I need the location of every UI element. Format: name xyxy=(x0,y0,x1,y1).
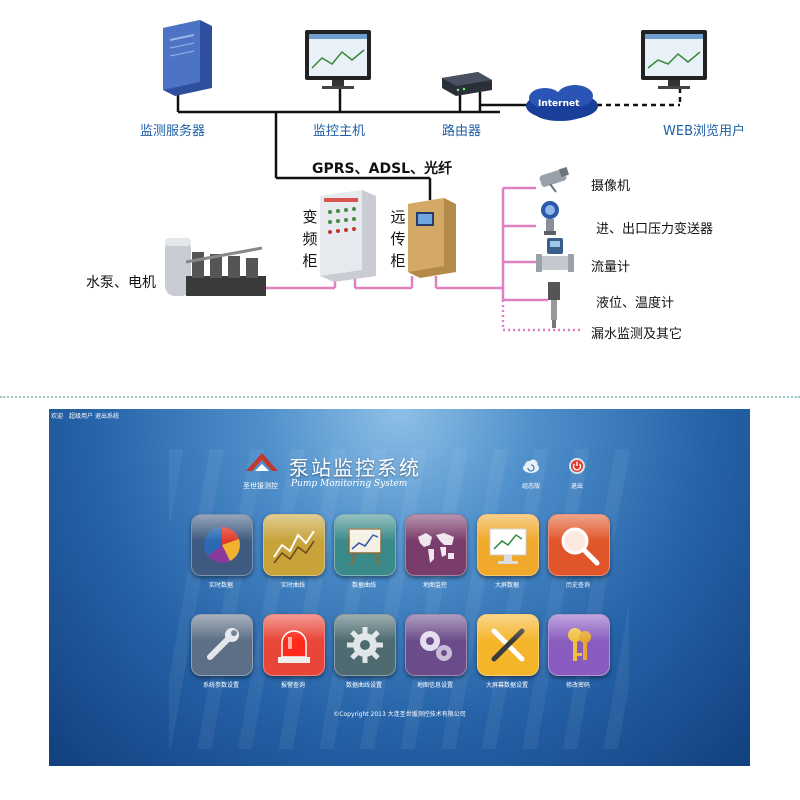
exit-button-label: 退出 xyxy=(570,483,583,490)
change-password-label: 修改密码 xyxy=(565,682,590,689)
magnifier-icon xyxy=(561,527,600,566)
big-screen-data-label: 大屏数据 xyxy=(494,582,519,589)
data-curve-label: 数据曲线 xyxy=(351,582,376,589)
realtime-data-tile[interactable] xyxy=(191,514,253,576)
inverter-cabinet-label: 变频柜 xyxy=(302,208,318,270)
alarm-light-icon xyxy=(278,630,310,663)
gears-icon xyxy=(420,631,452,661)
alarm-query-tile[interactable] xyxy=(263,614,325,676)
system-diagram: 监测服务器 监控主机 路由器 Internet WEB浏览用户 GPRS、ADS… xyxy=(0,0,800,380)
web-user-label: WEB浏览用户 xyxy=(663,124,745,139)
pie-chart-icon xyxy=(204,527,240,563)
realtime-curve-tile[interactable] xyxy=(263,514,325,576)
line-chart-icon xyxy=(273,530,315,564)
config-button-label: 组态版 xyxy=(521,483,540,490)
system-params-tile[interactable] xyxy=(191,614,253,676)
router-label: 路由器 xyxy=(442,124,482,139)
section-divider xyxy=(0,396,800,398)
water-light-rays xyxy=(169,449,629,749)
system-params-label: 系统参数设置 xyxy=(202,682,239,689)
pump-monitoring-app: 欢迎 超级用户 退出系统 泵站监控系统 圣世援测控 Pump Monitorin… xyxy=(49,409,750,766)
diagram-lines xyxy=(163,20,707,332)
world-map-icon xyxy=(418,533,454,563)
app-english-title: Pump Monitoring System xyxy=(291,479,408,489)
keys-icon xyxy=(568,628,591,661)
link-label: GPRS、ADSL、光纤 xyxy=(312,161,453,177)
gear-tools-icon xyxy=(347,627,383,663)
change-password-tile[interactable] xyxy=(548,614,610,676)
sensor-flow-label: 流量计 xyxy=(591,260,631,275)
sensor-camera-label: 摄像机 xyxy=(591,179,631,194)
welcome-text: 欢迎 xyxy=(51,413,64,420)
big-screen-settings-label: 大屏幕数据设置 xyxy=(485,682,528,689)
current-user: 超级用户 xyxy=(69,413,94,420)
cloud-refresh-icon xyxy=(523,459,539,473)
wrench-icon xyxy=(207,628,239,660)
logout-link[interactable]: 退出系统 xyxy=(95,413,120,420)
remote-cabinet-icon xyxy=(408,198,456,278)
map-monitor-tile[interactable] xyxy=(405,514,467,576)
company-logo-icon xyxy=(246,453,278,471)
host-label: 监控主机 xyxy=(313,124,366,139)
map-info-settings-label: 地图信息设置 xyxy=(416,682,453,689)
internet-label: Internet xyxy=(538,99,580,109)
realtime-data-label: 实时数据 xyxy=(208,582,233,589)
map-monitor-label: 地图监控 xyxy=(422,582,447,589)
alarm-query-label: 报警查询 xyxy=(280,682,305,689)
server-icon xyxy=(163,20,212,96)
app-title: 泵站监控系统 xyxy=(289,456,421,480)
sensor-pressure-label: 进、出口压力变送器 xyxy=(596,222,714,237)
copyright-footer: ©Copyright 2013 大连圣世援测控技术有限公司 xyxy=(333,711,466,718)
data-curve-settings-tile[interactable] xyxy=(334,614,396,676)
history-query-tile[interactable] xyxy=(548,514,610,576)
sensor-level-label: 液位、温度计 xyxy=(596,296,675,311)
pump-label: 水泵、电机 xyxy=(86,275,156,291)
server-label: 监测服务器 xyxy=(140,124,206,139)
pressure-transmitter-icon xyxy=(541,201,559,235)
history-query-label: 历史查询 xyxy=(565,582,590,589)
power-icon xyxy=(569,458,585,474)
inverter-cabinet-icon xyxy=(320,190,376,282)
realtime-curve-label: 实时曲线 xyxy=(280,582,305,589)
internet-cloud-icon xyxy=(526,85,598,121)
exit-button[interactable]: 退出 xyxy=(557,457,597,490)
web-user-monitor-icon xyxy=(641,30,707,89)
config-button[interactable]: 组态版 xyxy=(511,457,551,490)
sensor-leak-label: 漏水监测及其它 xyxy=(591,327,683,342)
map-info-settings-tile[interactable] xyxy=(405,614,467,676)
remote-cabinet-label: 远传柜 xyxy=(390,208,406,270)
big-screen-settings-tile[interactable] xyxy=(477,614,539,676)
data-curve-settings-label: 数据曲线设置 xyxy=(345,682,382,689)
pump-unit-icon xyxy=(165,238,266,296)
level-temperature-sensor-icon xyxy=(548,282,560,328)
data-curve-tile[interactable] xyxy=(334,514,396,576)
app-topbar: 欢迎 超级用户 退出系统 xyxy=(49,409,750,425)
flow-meter-icon xyxy=(536,238,574,272)
camera-icon xyxy=(539,166,570,193)
brand-name: 圣世援测控 xyxy=(243,482,278,490)
router-icon xyxy=(442,72,492,96)
host-monitor-icon xyxy=(305,30,371,89)
easel-chart-icon xyxy=(348,528,382,566)
crossed-tools-icon xyxy=(491,628,525,662)
big-screen-data-tile[interactable] xyxy=(477,514,539,576)
monitor-chart-icon xyxy=(489,528,527,564)
